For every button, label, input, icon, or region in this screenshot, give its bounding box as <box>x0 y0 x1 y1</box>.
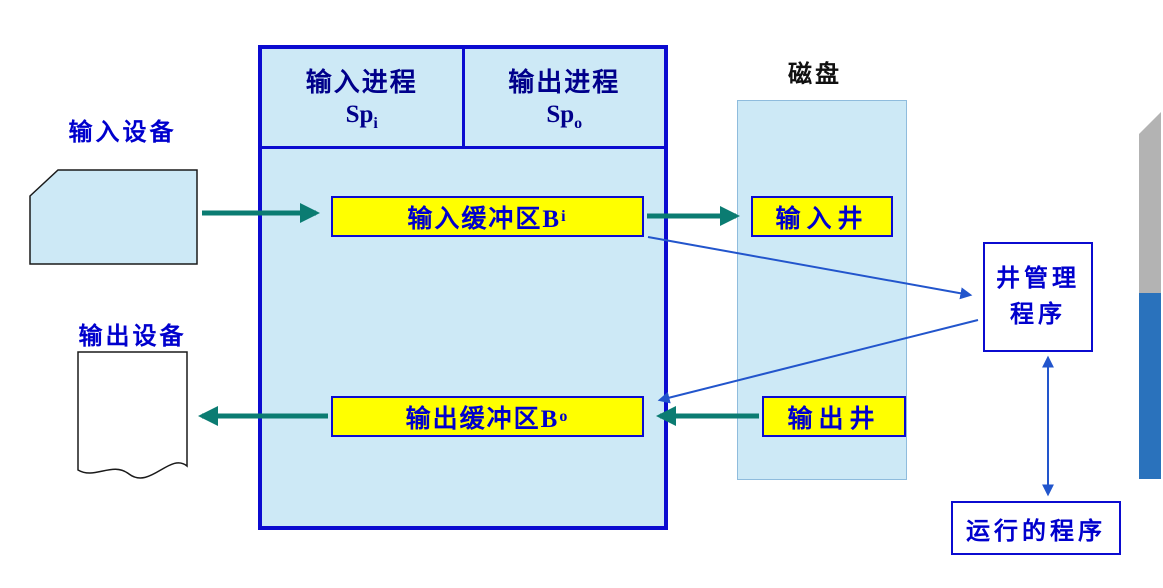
output-process-name-main: Sp <box>546 101 575 128</box>
output-buffer-label: 输出缓冲区B <box>405 405 560 433</box>
output-process-header: 输出进程 Spo <box>465 49 665 146</box>
decor-stripe-blue <box>1139 293 1161 479</box>
input-process-name-sub: i <box>373 115 378 132</box>
well-manager-line1: 井管理 <box>996 266 1080 292</box>
spool-process-box: 输入进程 Spi 输出进程 Spo <box>258 45 668 530</box>
output-process-name: Spo <box>546 101 582 133</box>
running-program-box: 运行的程序 <box>951 501 1121 555</box>
output-buffer-subscript: o <box>559 407 570 425</box>
input-buffer-subscript: i <box>561 207 568 225</box>
process-header-row: 输入进程 Spi 输出进程 Spo <box>262 49 664 149</box>
input-process-title: 输入进程 <box>305 68 418 97</box>
input-device-shape <box>29 169 198 265</box>
output-well-box: 输出井 <box>762 396 906 437</box>
well-manager-box: 井管理 程序 <box>983 242 1093 352</box>
input-process-name: Spi <box>346 101 378 133</box>
decor-stripe-gray <box>1139 112 1161 293</box>
input-process-name-main: Sp <box>345 101 374 128</box>
output-device-label: 输出设备 <box>78 324 187 350</box>
well-manager-line2: 程序 <box>1010 302 1066 328</box>
output-process-title: 输出进程 <box>508 68 621 97</box>
input-buffer-label: 输入缓冲区B <box>407 205 562 233</box>
disk-label: 磁盘 <box>788 62 842 88</box>
output-process-name-sub: o <box>574 115 583 132</box>
input-device-label: 输入设备 <box>68 120 177 146</box>
input-well-box: 输入井 <box>751 196 893 237</box>
input-process-header: 输入进程 Spi <box>262 49 465 146</box>
output-device-shape <box>77 351 188 479</box>
